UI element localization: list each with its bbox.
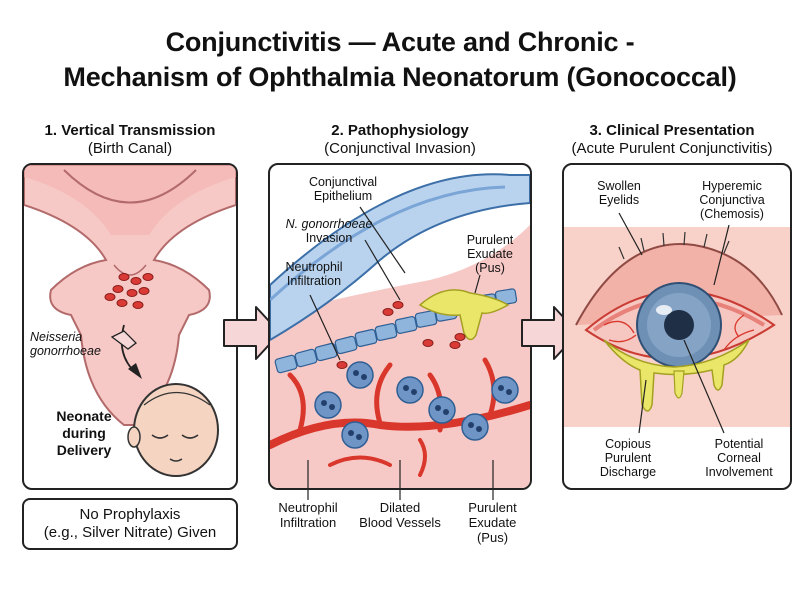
eye-illustration xyxy=(564,212,790,434)
eyelids-label-line2: Eyelids xyxy=(598,193,640,207)
panel3-heading: 3. Clinical Presentation (Acute Purulent… xyxy=(552,122,792,158)
copious-discharge-label: Copious Purulent Discharge xyxy=(588,437,668,479)
neutrophil-icon xyxy=(314,361,519,449)
exudate-label-line1: Purulent xyxy=(466,233,514,247)
panel2-subtitle: (Conjunctival Invasion) xyxy=(324,140,476,157)
baby-face-icon xyxy=(127,383,219,477)
panel1-heading: 1. Vertical Transmission (Birth Canal) xyxy=(20,122,240,158)
hyperemic-label-line3: (Chemosis) xyxy=(700,207,764,221)
diagram-title-line1: Conjunctivitis — Acute and Chronic - xyxy=(165,27,635,57)
bottom-vessels-label: Dilated Blood Vessels xyxy=(350,500,450,530)
discharge-label-line1: Copious xyxy=(605,437,651,451)
no-prophylaxis-line2: (e.g., Silver Nitrate) Given xyxy=(43,524,217,541)
bacteria-label: Neisseria gonorrhoeae xyxy=(30,330,120,358)
neonate-label-line3: Delivery xyxy=(56,442,112,458)
bottom-neutrophil-label: Neutrophil Infiltration xyxy=(268,500,348,530)
hyperemic-label-line1: Hyperemic xyxy=(702,179,762,193)
neutrophil-label-line1: Neutrophil xyxy=(285,260,343,274)
bacteria-label-line1: Neisseria xyxy=(30,330,83,344)
panel3-title: 3. Clinical Presentation xyxy=(589,122,755,139)
bottom-vessels-line1: Dilated xyxy=(379,500,421,515)
exudate-label-line3: (Pus) xyxy=(475,261,505,275)
neutrophil-label-line2: Infiltration xyxy=(286,274,342,288)
eye-icon xyxy=(575,231,783,412)
bottom-exudate-line2: Exudate xyxy=(468,515,517,530)
bacteria-icon xyxy=(336,301,466,369)
panel-vertical-transmission: Neisseria gonorrhoeae Neonate during Del… xyxy=(22,163,238,490)
cornea-label-line1: Potential xyxy=(714,437,764,451)
bottom-leader-lines xyxy=(307,460,494,500)
pus-exudate xyxy=(418,289,510,341)
cornea-label-line2: Corneal xyxy=(717,451,761,465)
panel2-title: 2. Pathophysiology xyxy=(331,122,469,139)
epithelium-label: Conjunctival Epithelium xyxy=(288,175,398,203)
invasion-label: N. gonorrhoeae Invasion xyxy=(274,217,384,245)
bottom-exudate-line3: (Pus) xyxy=(476,530,509,545)
diagram-title-line2: Mechanism of Ophthalmia Neonatorum (Gono… xyxy=(63,62,737,92)
bottom-neutrophil-line2: Infiltration xyxy=(279,515,337,530)
panel-clinical-presentation: Swollen Eyelids Hyperemic Conjunctiva (C… xyxy=(562,163,792,490)
bottom-exudate-line1: Purulent xyxy=(468,500,517,515)
bottom-neutrophil-line1: Neutrophil xyxy=(278,500,338,515)
birth-canal-illustration xyxy=(24,165,236,477)
hyperemic-conjunctiva-label: Hyperemic Conjunctiva (Chemosis) xyxy=(682,179,782,221)
corneal-involvement-label: Potential Corneal Involvement xyxy=(694,437,784,479)
panel3-subtitle: (Acute Purulent Conjunctivitis) xyxy=(571,140,773,157)
exudate-label-line2: Exudate xyxy=(467,247,513,261)
neonate-label-line1: Neonate xyxy=(56,408,112,424)
bottom-vessels-line2: Blood Vessels xyxy=(359,515,441,530)
panel1-title: 1. Vertical Transmission xyxy=(44,122,216,139)
bacteria-label-line2: gonorrhoeae xyxy=(30,344,101,358)
hyperemic-label-line2: Conjunctiva xyxy=(699,193,765,207)
neonate-label-line2: during xyxy=(62,425,106,441)
swollen-eyelids-label: Swollen Eyelids xyxy=(584,179,654,207)
neonate-label: Neonate during Delivery xyxy=(44,408,124,459)
panel2-heading: 2. Pathophysiology (Conjunctival Invasio… xyxy=(268,122,532,158)
discharge-label-line2: Purulent xyxy=(604,451,652,465)
epithelium-label-line1: Conjunctival xyxy=(308,175,378,189)
bacteria-icon xyxy=(104,273,154,309)
bottom-exudate-label: Purulent Exudate (Pus) xyxy=(455,500,530,545)
epithelium-label-line2: Epithelium xyxy=(313,189,373,203)
panel1-subtitle: (Birth Canal) xyxy=(87,140,173,157)
conjunctival-invasion-illustration xyxy=(270,173,530,488)
no-prophylaxis-box: No Prophylaxis (e.g., Silver Nitrate) Gi… xyxy=(22,498,238,550)
neutrophil-infiltration-label: Neutrophil Infiltration xyxy=(274,260,354,288)
purulent-exudate-label: Purulent Exudate (Pus) xyxy=(455,233,525,275)
no-prophylaxis-line1: No Prophylaxis xyxy=(79,506,181,523)
eyelids-label-line1: Swollen xyxy=(597,179,641,193)
invasion-label-line2: Invasion xyxy=(305,231,353,245)
discharge-label-line3: Discharge xyxy=(599,465,657,479)
panel-pathophysiology: Conjunctival Epithelium N. gonorrhoeae I… xyxy=(268,163,532,490)
invasion-label-line1: N. gonorrhoeae xyxy=(285,217,373,231)
cornea-label-line3: Involvement xyxy=(705,465,773,479)
